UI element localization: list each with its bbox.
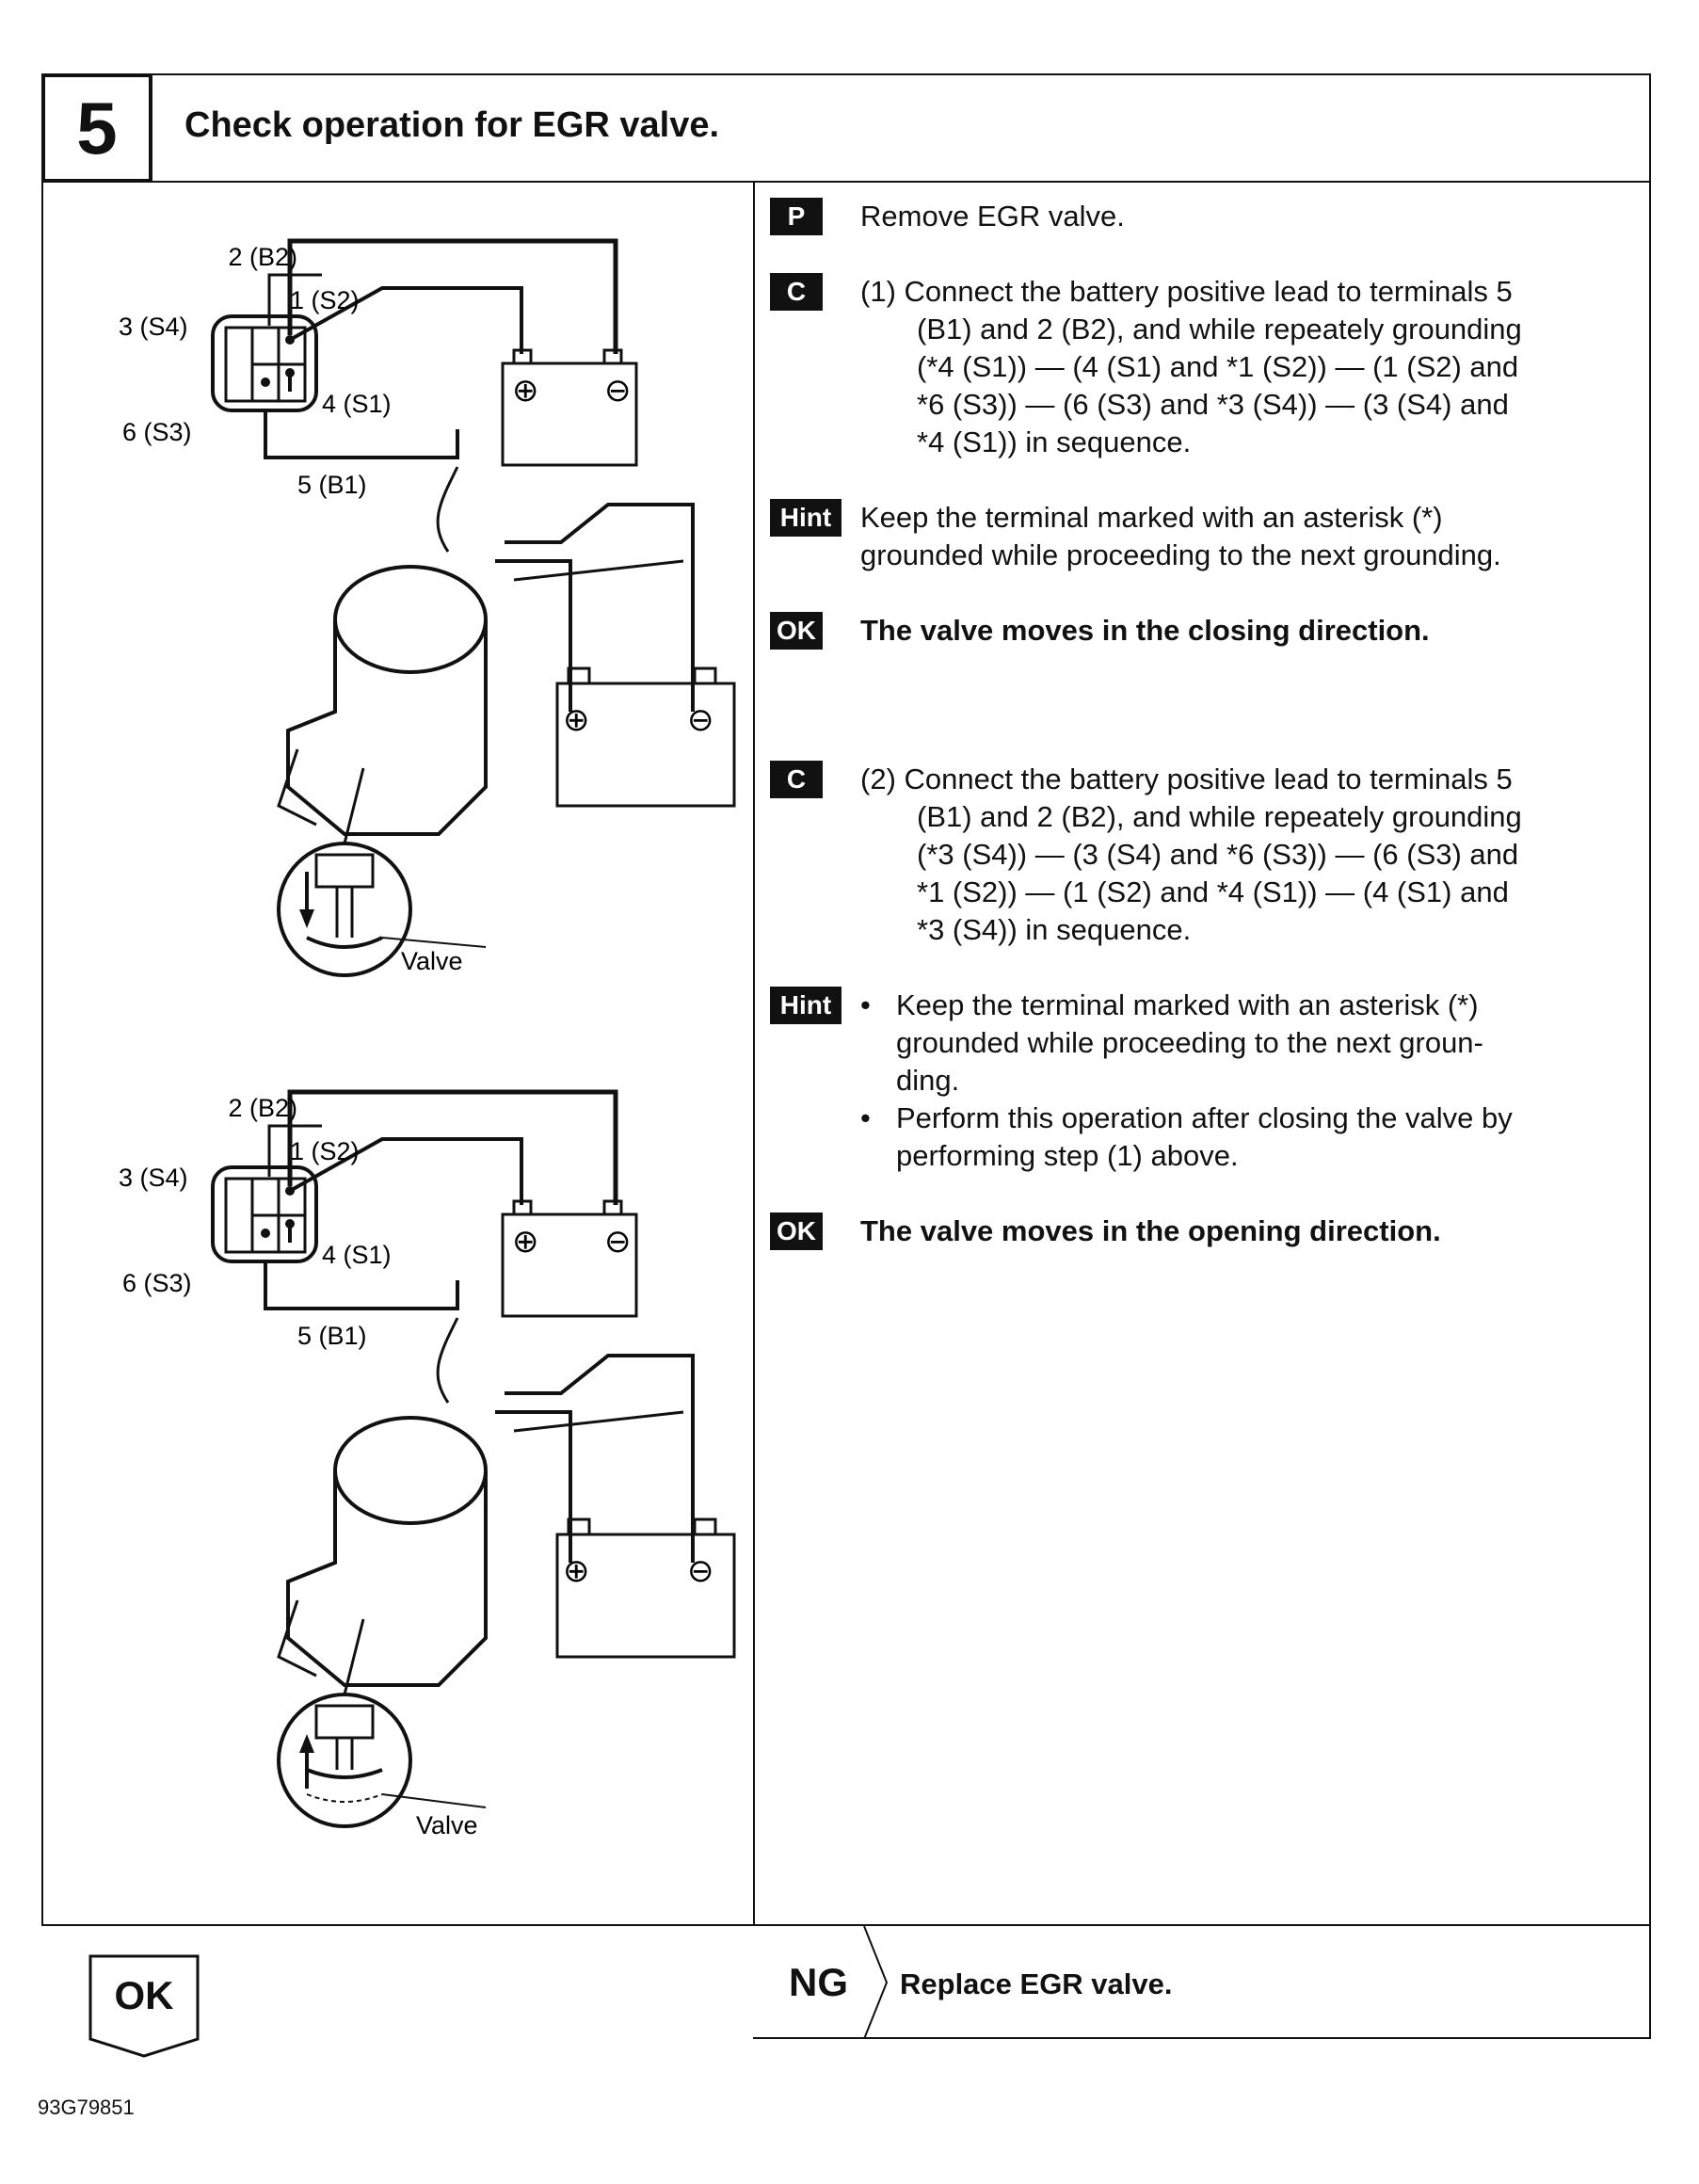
label-b2: 2 (B2) [228, 1094, 297, 1122]
ok2-result: The valve moves in the opening direction… [860, 1214, 1441, 1247]
hint2-b2-line-2: performing step (1) above. [896, 1139, 1239, 1172]
step-title: Check operation for EGR valve. [184, 105, 720, 145]
label-s4: 3 (S4) [119, 1164, 188, 1192]
label-valve: Valve [401, 947, 463, 975]
p-instruction: Remove EGR valve. [860, 200, 1125, 233]
ok1-result: The valve moves in the closing direction… [860, 614, 1430, 647]
wiring-diagram-closing: 2 (B2) 1 (S2) 3 (S4) 4 (S1) 6 (S3) 5 (B1… [119, 238, 736, 977]
ok-result-box: OK [88, 1954, 200, 2058]
label-s2: 1 (S2) [290, 1137, 360, 1165]
ok-label: OK [114, 1973, 174, 2017]
step-number: 5 [41, 73, 152, 183]
header-divider [152, 181, 1651, 183]
label-valve: Valve [416, 1811, 478, 1839]
label-s1: 4 (S1) [322, 390, 392, 418]
ng-box-right [1649, 1924, 1651, 2039]
label-b2: 2 (B2) [228, 243, 297, 271]
plus-sign: ⊕ [563, 701, 590, 739]
c2-line-3: (*3 (S4)) — (3 (S4) and *6 (S3)) — (6 (S… [917, 838, 1519, 871]
bullet-dot: • [860, 1101, 871, 1134]
hint2-b1-line-1: Keep the terminal marked with an asteris… [896, 988, 1479, 1021]
c2-instruction: (2) Connect the battery positive lead to… [860, 761, 1632, 949]
c2-line-2: (B1) and 2 (B2), and while repeately gro… [917, 800, 1522, 833]
plus-sign: ⊕ [563, 1552, 590, 1590]
minus-sign: ⊖ [604, 1223, 632, 1261]
hint2-text: • Keep the terminal marked with an aster… [860, 987, 1632, 1175]
c1-instruction: (1) Connect the battery positive lead to… [860, 273, 1632, 461]
hint1-line-1: Keep the terminal marked with an asteris… [860, 501, 1443, 534]
label-b1: 5 (B1) [297, 471, 367, 499]
hint1-text: Keep the terminal marked with an asteris… [860, 499, 1632, 574]
footer-divider [41, 1924, 1651, 1926]
label-s3: 6 (S3) [122, 418, 192, 446]
column-divider [753, 181, 755, 1926]
ng-chevron [863, 1926, 889, 2039]
c2-line-4: *1 (S2)) — (1 (S2) and *4 (S1)) — (4 (S1… [917, 875, 1509, 908]
hint2-b1-line-2: grounded while proceeding to the next gr… [896, 1026, 1483, 1059]
tag-hint1: Hint [770, 499, 841, 537]
hint2-bullet-1: • Keep the terminal marked with an aster… [860, 987, 1632, 1100]
label-s1: 4 (S1) [322, 1241, 392, 1269]
ok-box-shape [88, 1954, 200, 2058]
label-s3: 6 (S3) [122, 1269, 192, 1297]
document-code: 93G79851 [38, 2096, 135, 2119]
hint2-b1-line-3: ding. [896, 1064, 960, 1097]
ng-box-bottom [753, 2037, 1651, 2039]
label-s4: 3 (S4) [119, 313, 188, 341]
minus-sign: ⊖ [604, 372, 632, 410]
hint2-bullet-2: • Perform this operation after closing t… [860, 1100, 1632, 1175]
ng-action: Replace EGR valve. [900, 1967, 1173, 2000]
tag-ok1: OK [770, 612, 823, 650]
label-s2: 1 (S2) [290, 286, 360, 314]
tag-p: P [770, 198, 823, 235]
label-b1: 5 (B1) [297, 1322, 367, 1350]
tag-ok2: OK [770, 1212, 823, 1250]
hint1-line-2: grounded while proceeding to the next gr… [860, 538, 1501, 571]
c2-line-1: (2) Connect the battery positive lead to… [860, 763, 1513, 795]
c2-line-5: *3 (S4)) in sequence. [917, 913, 1192, 946]
tag-hint2: Hint [770, 987, 841, 1024]
wiring-diagram-opening: 2 (B2) 1 (S2) 3 (S4) 4 (S1) 6 (S3) 5 (B1… [119, 1089, 736, 1839]
plus-sign: ⊕ [512, 372, 539, 410]
hint2-b2-line-1: Perform this operation after closing the… [896, 1101, 1513, 1134]
ng-label: NG [789, 1960, 848, 2004]
c1-line-3: (*4 (S1)) — (4 (S1) and *1 (S2)) — (1 (S… [917, 350, 1519, 383]
minus-sign: ⊖ [687, 1552, 714, 1590]
tag-c2: C [770, 761, 823, 798]
bullet-dot: • [860, 988, 871, 1021]
tag-c1: C [770, 273, 823, 311]
c1-line-4: *6 (S3)) — (6 (S3) and *3 (S4)) — (3 (S4… [917, 388, 1509, 421]
c1-line-1: (1) Connect the battery positive lead to… [860, 275, 1513, 308]
minus-sign: ⊖ [687, 701, 714, 739]
c1-line-2: (B1) and 2 (B2), and while repeately gro… [917, 313, 1522, 345]
plus-sign: ⊕ [512, 1223, 539, 1261]
c1-line-5: *4 (S1)) in sequence. [917, 426, 1192, 458]
